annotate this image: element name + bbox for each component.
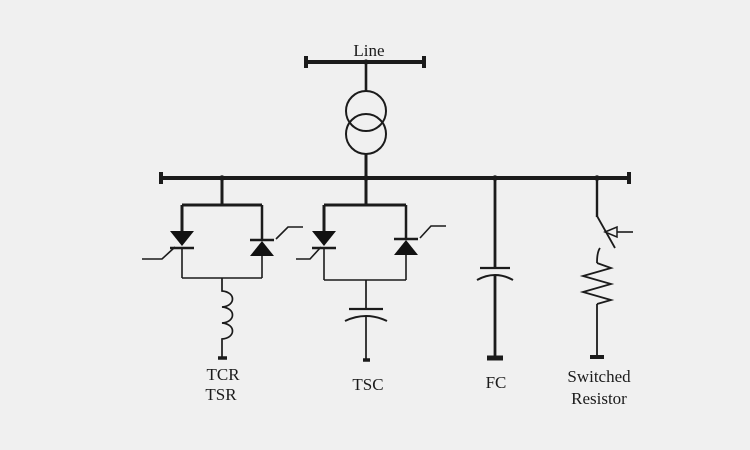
- tcr-left-triangle: [170, 231, 194, 246]
- resistor-icon: [579, 262, 615, 305]
- tcr-label-line1: TCR: [206, 365, 240, 384]
- fc-branch: [476, 178, 514, 361]
- tsc-label: TSC: [352, 375, 383, 394]
- tsc-right-triangle: [394, 240, 418, 255]
- fc-label: FC: [486, 373, 507, 392]
- main-bus: [159, 172, 631, 184]
- tcr-right-triangle: [250, 241, 274, 256]
- transformer-secondary-winding: [345, 113, 387, 155]
- tsc-right-gate: [419, 225, 446, 239]
- switched-resistor-label-line2: Resistor: [571, 389, 627, 408]
- switched-resistor-branch: [579, 178, 633, 359]
- tcr-left-gate: [142, 246, 176, 260]
- tcr-thyristor-left-icon: [142, 205, 194, 278]
- switch-icon: [596, 215, 633, 249]
- switch-arrowhead: [603, 225, 618, 239]
- tcr-branch: [142, 178, 303, 360]
- transformer-primary-winding: [345, 90, 387, 132]
- tcr-thyristor-right-icon: [250, 205, 303, 278]
- transformer-icon: [345, 62, 387, 178]
- tsc-left-gate: [296, 246, 322, 260]
- tcr-label-line2: TSR: [205, 385, 237, 404]
- switched-resistor-label-line1: Switched: [567, 367, 631, 386]
- inductor-icon: [221, 278, 234, 357]
- tsc-capacitor-icon: [344, 280, 388, 359]
- tsc-thyristor-right-icon: [394, 205, 446, 280]
- line-label: Line: [353, 41, 384, 60]
- tsc-left-triangle: [312, 231, 336, 246]
- tsc-thyristor-left-icon: [296, 205, 336, 280]
- tsc-branch: [296, 178, 446, 362]
- sr-mid-lead: [596, 247, 601, 264]
- tcr-right-gate: [275, 226, 303, 240]
